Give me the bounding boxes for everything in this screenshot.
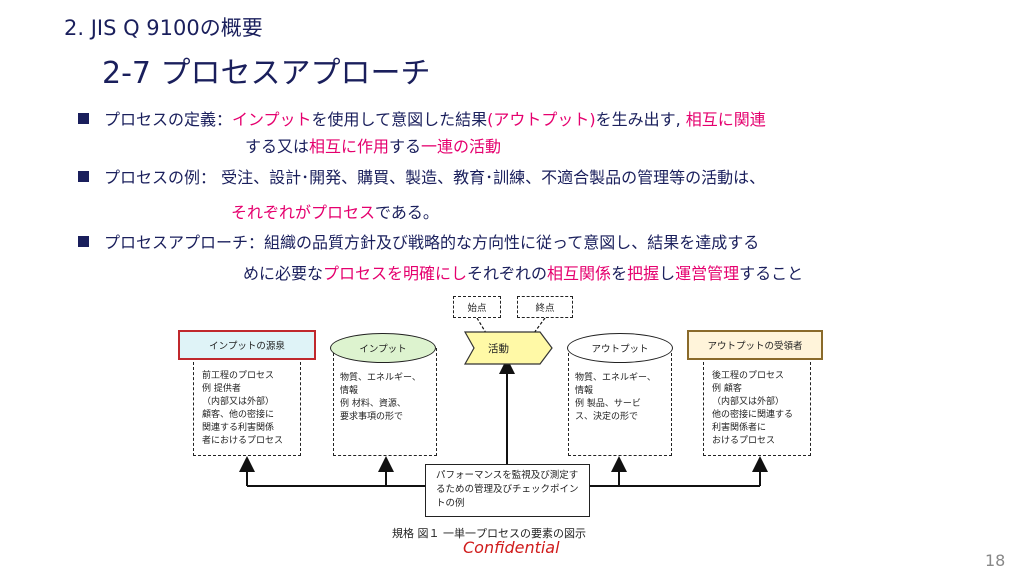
bullet-1-line-2: する又は相互に作用する一連の活動 bbox=[245, 133, 501, 157]
detail-line: 顧客、他の密接に bbox=[202, 410, 275, 420]
detail-line: 例 材料、資源、 bbox=[340, 399, 406, 409]
detail-line: ス、決定の形で bbox=[575, 412, 639, 422]
highlighted-text: 相互に作用 bbox=[309, 137, 390, 156]
highlighted-text: それぞれがプロセス bbox=[231, 203, 376, 222]
section-title: 2. JIS Q 9100の概要 bbox=[64, 16, 263, 40]
figure-caption: 規格 図１ 一単一プロセスの要素の図示 bbox=[392, 527, 586, 540]
bullet-marker bbox=[78, 113, 89, 124]
bullet-1-line-1: プロセスの定義：インプットを使用して意図した結果(アウトプット)を生み出す, 相… bbox=[104, 106, 766, 130]
detail-line: 他の密接に関連する bbox=[712, 410, 794, 420]
highlighted-text: 相互関係 bbox=[547, 264, 612, 283]
input-label: インプット bbox=[359, 344, 407, 355]
end-connector bbox=[533, 317, 546, 334]
start-point-box: 始点 bbox=[453, 296, 501, 318]
output-detail-text: 物質、エネルギー、情報例 製品、サービス、決定の形で bbox=[575, 372, 656, 424]
highlighted-text: 相互に関連 bbox=[685, 110, 766, 129]
bullet-marker bbox=[78, 236, 89, 247]
page-number: 18 bbox=[985, 551, 1006, 570]
input-detail-box: 物質、エネルギー、情報例 材料、資源、 要求事項の形で bbox=[333, 348, 437, 456]
output-label: アウトプット bbox=[591, 344, 649, 355]
bullet-3-line-2: めに必要なプロセスを明確にしそれぞれの相互関係を把握し運営管理すること bbox=[243, 260, 803, 284]
input-ellipse: インプット bbox=[330, 333, 436, 363]
detail-line: 関連する利害関係 bbox=[202, 423, 275, 433]
activity-label: 活動 bbox=[488, 343, 509, 355]
input-detail-text: 物質、エネルギー、情報例 材料、資源、 要求事項の形で bbox=[340, 372, 421, 424]
text-run: すること bbox=[739, 264, 804, 283]
detail-line: 前工程のプロセス bbox=[202, 371, 275, 381]
detail-line: （内部又は外部） bbox=[712, 397, 785, 407]
text-run: する又は bbox=[245, 137, 310, 156]
output-detail-box: 物質、エネルギー、情報例 製品、サービス、決定の形で bbox=[568, 348, 672, 456]
end-point-label: 終点 bbox=[535, 303, 555, 314]
performance-monitoring-box: パフォーマンスを監視及び測定するための管理及びチェックポイントの例 bbox=[425, 464, 590, 517]
receiver-detail-text: 後工程のプロセス例 顧客 （内部又は外部） 他の密接に関連する利害関係者におけるプロ… bbox=[712, 370, 793, 448]
text-run: プロセスアプローチ：組織の品質方針及び戦略的な方向性に従って意図し、結果を達成す… bbox=[104, 233, 760, 252]
input-source-box: インプットの源泉 bbox=[178, 330, 316, 360]
input-source-label: インプットの源泉 bbox=[209, 341, 285, 352]
source-detail-text: 前工程のプロセス例 提供者 （内部又は外部） 顧客、他の密接に関連する利害関係者にお… bbox=[202, 370, 283, 448]
detail-line: おけるプロセス bbox=[712, 436, 776, 446]
bullet-2-line-1: プロセスの例： 受注、設計･開発、購買、製造、教育･訓練、不適合製品の管理等の活… bbox=[104, 164, 765, 188]
detail-line: 利害関係者に bbox=[712, 423, 767, 433]
receiver-detail-box: 後工程のプロセス例 顧客 （内部又は外部） 他の密接に関連する利害関係者におけるプロ… bbox=[703, 362, 811, 456]
bullet-3-line-1: プロセスアプローチ：組織の品質方針及び戦略的な方向性に従って意図し、結果を達成す… bbox=[104, 229, 759, 253]
detail-line: 要求事項の形で bbox=[340, 412, 404, 422]
source-detail-box: 前工程のプロセス例 提供者 （内部又は外部） 顧客、他の密接に関連する利害関係者にお… bbox=[193, 362, 301, 456]
output-receiver-label: アウトプットの受領者 bbox=[707, 341, 803, 352]
text-run: めに必要な bbox=[243, 264, 324, 283]
text-run: する bbox=[389, 137, 422, 156]
text-run: を使用して意図した結果 bbox=[311, 110, 488, 129]
detail-line: 情報 bbox=[340, 386, 359, 396]
output-ellipse: アウトプット bbox=[567, 333, 673, 363]
detail-line: 例 顧客 bbox=[712, 384, 742, 394]
text-run: し bbox=[659, 264, 676, 283]
end-point-box: 終点 bbox=[517, 296, 573, 318]
detail-line: 例 提供者 bbox=[202, 384, 241, 394]
highlighted-text: インプット bbox=[232, 110, 312, 129]
detail-line: 例 製品、サービ bbox=[575, 399, 641, 409]
text-run: を生み出す, bbox=[595, 110, 686, 129]
highlighted-text: 一連の活動 bbox=[421, 137, 502, 156]
detail-line: 者におけるプロセス bbox=[202, 436, 284, 446]
highlighted-text: 把握 bbox=[627, 264, 660, 283]
highlighted-text: 運営管理 bbox=[675, 264, 740, 283]
detail-line: 情報 bbox=[575, 386, 594, 396]
confidential-label: Confidential bbox=[463, 538, 560, 557]
start-point-label: 始点 bbox=[467, 303, 487, 314]
detail-line: 物質、エネルギー、 bbox=[340, 373, 421, 383]
detail-line: 物質、エネルギー、 bbox=[575, 373, 656, 383]
detail-line: （内部又は外部） bbox=[202, 397, 275, 407]
bullet-marker bbox=[78, 171, 89, 182]
detail-line: 後工程のプロセス bbox=[712, 371, 785, 381]
start-connector bbox=[476, 317, 487, 334]
text-run: プロセスの例： 受注、設計･開発、購買、製造、教育･訓練、不適合製品の管理等の活… bbox=[104, 168, 766, 187]
output-receiver-box: アウトプットの受領者 bbox=[687, 330, 823, 360]
highlighted-text: プロセスを明確にし bbox=[323, 264, 468, 283]
highlighted-text: (アウトプット) bbox=[487, 110, 596, 129]
slide-title: 2-7 プロセスアプローチ bbox=[102, 56, 431, 91]
text-run: プロセスの定義： bbox=[104, 110, 233, 129]
activity-shape bbox=[463, 331, 553, 365]
text-run: を bbox=[611, 264, 628, 283]
text-run: それぞれの bbox=[467, 264, 548, 283]
text-run: である。 bbox=[375, 203, 439, 222]
bullet-2-line-2: それぞれがプロセスである。 bbox=[231, 199, 439, 223]
